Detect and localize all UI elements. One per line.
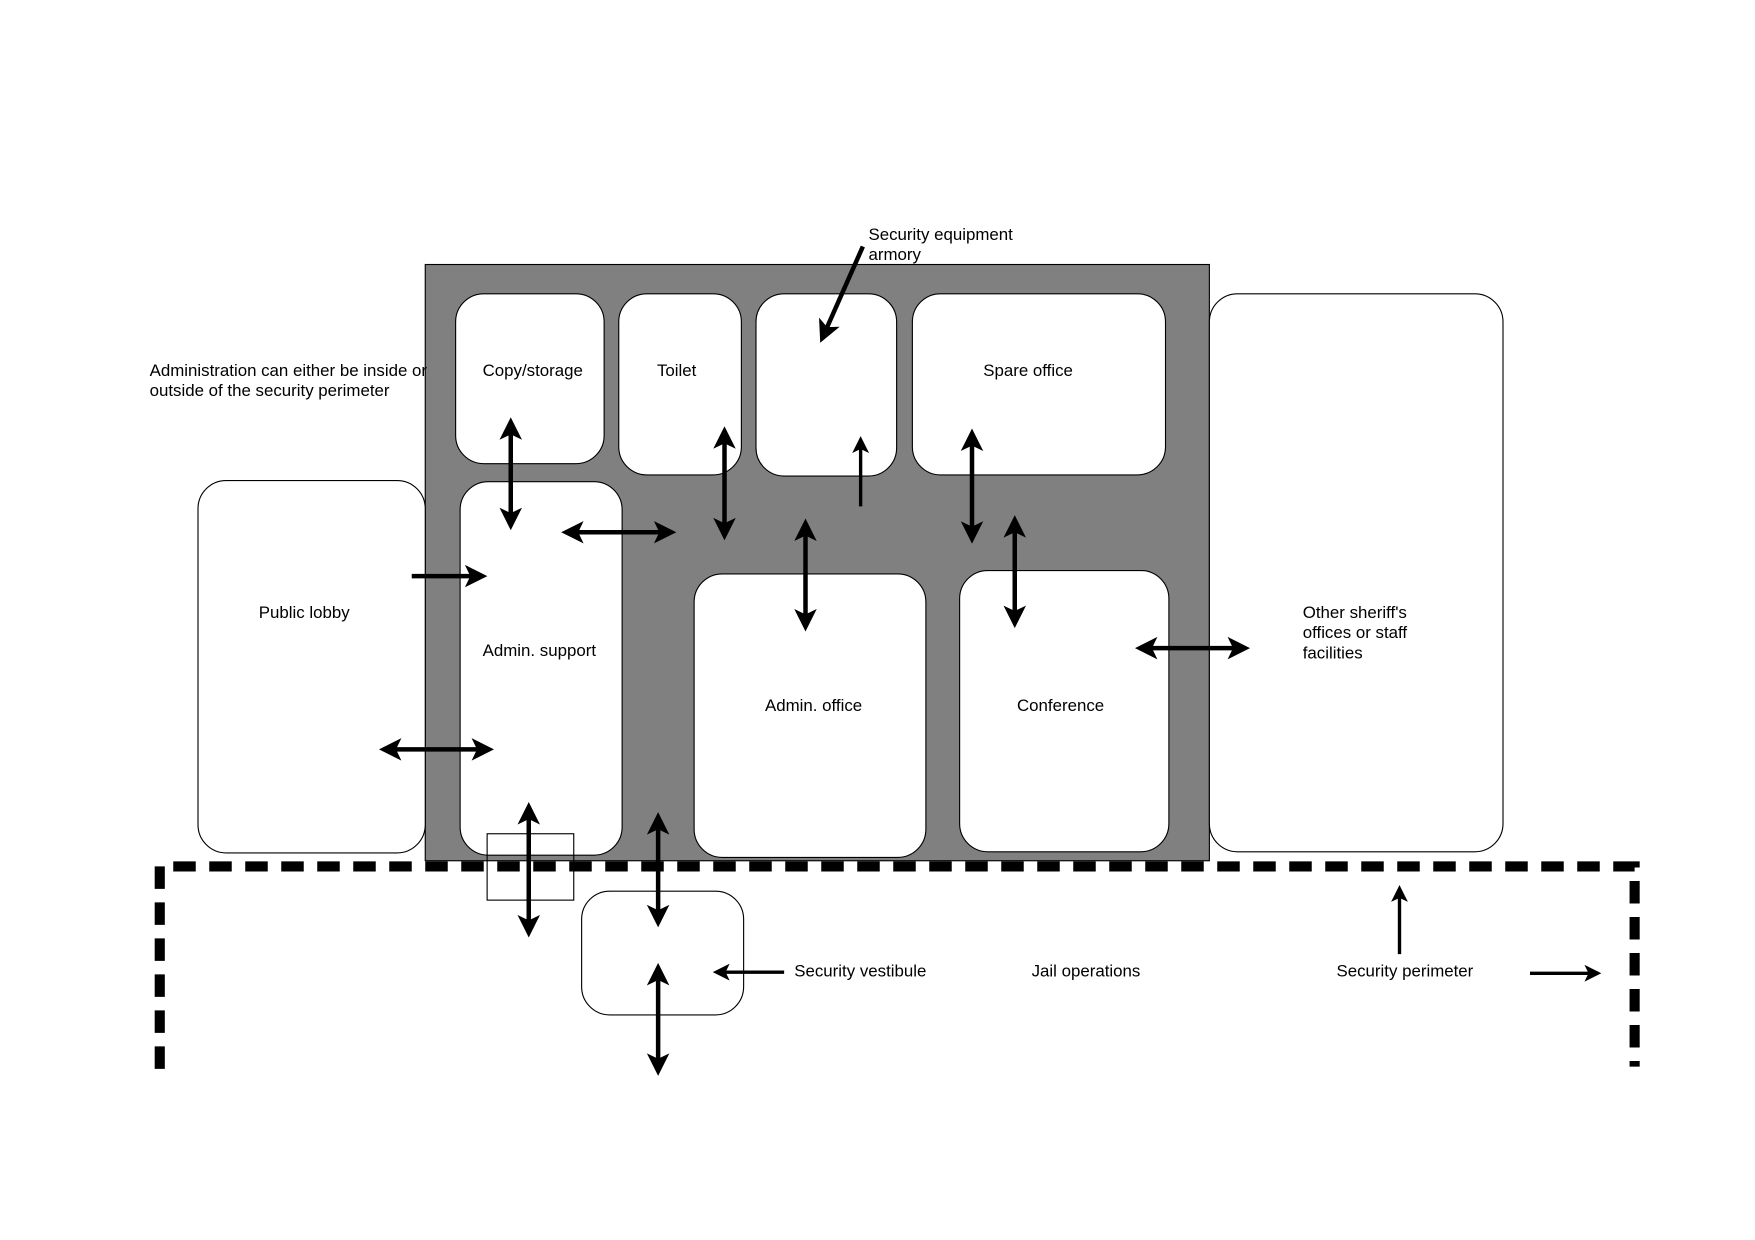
- label-public-lobby: Public lobby: [259, 603, 350, 622]
- label-conference: Conference: [1017, 696, 1104, 715]
- arrow-armory-label: [819, 245, 865, 343]
- room-public-lobby: [197, 479, 426, 854]
- security-perimeter-line: [154, 861, 1640, 1069]
- room-spare-office: [911, 293, 1167, 476]
- room-armory: [755, 293, 898, 477]
- label-toilet: Toilet: [657, 361, 697, 380]
- label-admin-office: Admin. office: [765, 696, 862, 715]
- room-copy-storage: [455, 293, 605, 465]
- label-security-perimeter: Security perimeter: [1337, 962, 1474, 981]
- room-admin-support: [459, 481, 623, 856]
- label-other-3: facilities: [1303, 643, 1363, 662]
- note-admin-2: outside of the security perimeter: [150, 381, 390, 400]
- label-armory-1: Security equipment: [869, 225, 1014, 244]
- room-security-vestibule: [581, 890, 745, 1016]
- note-admin-1: Administration can either be inside or: [150, 361, 428, 380]
- room-other-sheriff: [1208, 293, 1504, 853]
- room-conference: [959, 569, 1170, 853]
- label-other-2: offices or staff: [1303, 623, 1408, 642]
- room-admin-office: [693, 573, 927, 858]
- label-armory-2: armory: [869, 245, 922, 264]
- label-copy-storage: Copy/storage: [483, 361, 583, 380]
- label-jail-operations: Jail operations: [1032, 962, 1141, 981]
- label-admin-support: Admin. support: [483, 641, 597, 660]
- label-other-1: Other sheriff's: [1303, 603, 1407, 622]
- label-security-vestibule: Security vestibule: [794, 962, 926, 981]
- room-toilet: [618, 293, 742, 476]
- label-spare-office: Spare office: [983, 361, 1073, 380]
